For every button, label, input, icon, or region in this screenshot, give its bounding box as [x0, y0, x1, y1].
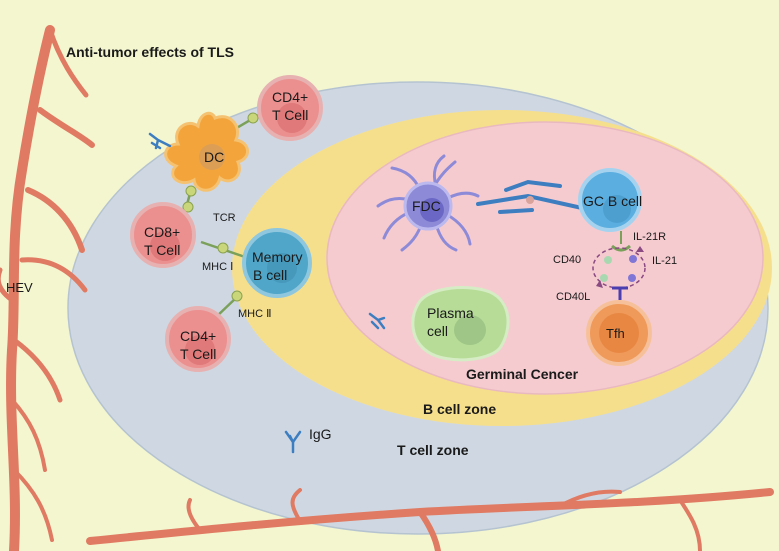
hev-vessel — [0, 25, 95, 551]
cd4-top-label-1: CD4+ — [272, 89, 308, 105]
diagram-title: Anti-tumor effects of TLS — [66, 44, 234, 60]
tcr-label: TCR — [213, 212, 236, 224]
antibody-icon — [148, 132, 172, 150]
cd4-t-cell-top: CD4+ T Cell — [257, 75, 323, 141]
follicular-dendritic-cell — [376, 154, 480, 252]
cd8-t-cell: CD8+ T Cell — [130, 202, 196, 268]
antibody-bridge-icon — [476, 179, 584, 214]
plasma-cell: Plasma cell — [411, 286, 510, 362]
gc-b-cell: GC B cell — [578, 168, 642, 232]
synapse-connectors — [182, 112, 259, 302]
il21-label: IL-21 — [652, 255, 677, 267]
mhc1-label: MHC Ⅰ — [202, 261, 233, 273]
plasma-label-1: Plasma — [427, 305, 474, 321]
memory-b-label-1: Memory — [252, 249, 303, 265]
dendritic-cell: DC — [164, 111, 249, 192]
germinal-center-label: Germinal Cencer — [466, 366, 579, 382]
cd4-bottom-label-2: T Cell — [180, 346, 216, 362]
cd8-label-1: CD8+ — [144, 224, 180, 240]
cd4-bottom-label-1: CD4+ — [180, 328, 216, 344]
plasma-antibody-icon — [368, 312, 386, 330]
hev-label: HEV — [6, 280, 33, 295]
germinal-center — [326, 121, 764, 395]
cd40l-label: CD40L — [556, 291, 590, 303]
memory-b-label-2: B cell — [253, 267, 287, 283]
il21r-label: IL-21R — [633, 231, 666, 243]
memory-b-cell: Memory B cell — [242, 228, 312, 298]
t-cell-zone-label: T cell zone — [397, 442, 469, 458]
cd40-label: CD40 — [553, 254, 581, 266]
gc-b-label: GC B cell — [583, 193, 642, 209]
cd4-t-cell-bottom: CD4+ T Cell — [165, 306, 231, 372]
mhc2-label: MHC Ⅱ — [238, 308, 272, 320]
b-cell-zone-label: B cell zone — [423, 401, 496, 417]
plasma-label-2: cell — [427, 323, 448, 339]
dc-label: DC — [204, 149, 224, 165]
tfh-cell: Tfh — [586, 300, 652, 366]
tfh-label: Tfh — [606, 326, 625, 341]
igg-antibody-icon — [284, 430, 302, 454]
signaling-complex — [592, 231, 646, 300]
bottom-vessel — [86, 488, 774, 551]
cd8-label-2: T Cell — [144, 242, 180, 258]
igg-label: IgG — [309, 426, 332, 442]
cd4-top-label-2: T Cell — [272, 107, 308, 123]
fdc-label: FDC — [412, 198, 441, 214]
